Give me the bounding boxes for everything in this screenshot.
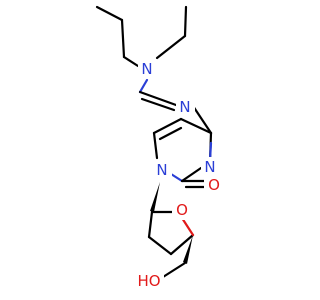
bond-c5-c6 [152, 117, 183, 135]
bond-c6-n1 [152, 131, 159, 160]
bond-n1-c1prime-wedge [150, 182, 160, 212]
bond-ch-n-imine-2 [140, 97, 176, 112]
bond-c4prime-c5prime-wedge [183, 235, 193, 264]
atom-o-carbonyl: O [208, 176, 220, 194]
bond-c5-c6-inner [158, 126, 183, 141]
bond-ch-n-imine-1 [138, 90, 178, 107]
molecule-canvas: N N N N O O HO [95, 5, 224, 291]
label-bg-n-ring-upper [201, 157, 220, 177]
bond-c5prime-o [161, 261, 187, 279]
bond-n-c4 [191, 104, 213, 135]
bond-propyl1-c2 [120, 18, 126, 59]
molecule-structure: N N N N O O HO [95, 5, 224, 291]
label-bg-n-imine [176, 97, 195, 117]
bond-propyl1-c1 [95, 5, 124, 22]
label-bg-n-amine [138, 59, 157, 79]
bond-c2-n3 [180, 166, 203, 183]
bond-n1-c2 [169, 172, 184, 183]
atom-oh: HO [137, 272, 160, 290]
atom-n-imine: N [179, 98, 190, 116]
atom-o-ring: O [176, 201, 188, 219]
atom-n-amine: N [141, 60, 152, 78]
atom-n-ring-upper: N [204, 158, 215, 176]
bond-c4-c5 [179, 117, 213, 135]
bond-propyl1-n [122, 55, 140, 68]
label-bg-o-carbonyl [204, 175, 224, 195]
label-bg-oh [134, 271, 164, 291]
bond-c2prime-c3prime [147, 235, 173, 256]
bond-o4prime-c4prime [180, 216, 195, 237]
atom-n-ring-lower: N [156, 161, 167, 179]
bond-n-ch [138, 78, 149, 94]
bond-c1prime-c2prime [147, 210, 154, 239]
bond-propyl2-c2 [155, 34, 187, 60]
label-bg-n-ring-lower [153, 160, 172, 180]
bond-c3prime-c4prime [169, 233, 195, 256]
label-bg-o-ring [172, 200, 192, 220]
bond-propyl2-c1 [183, 5, 188, 38]
